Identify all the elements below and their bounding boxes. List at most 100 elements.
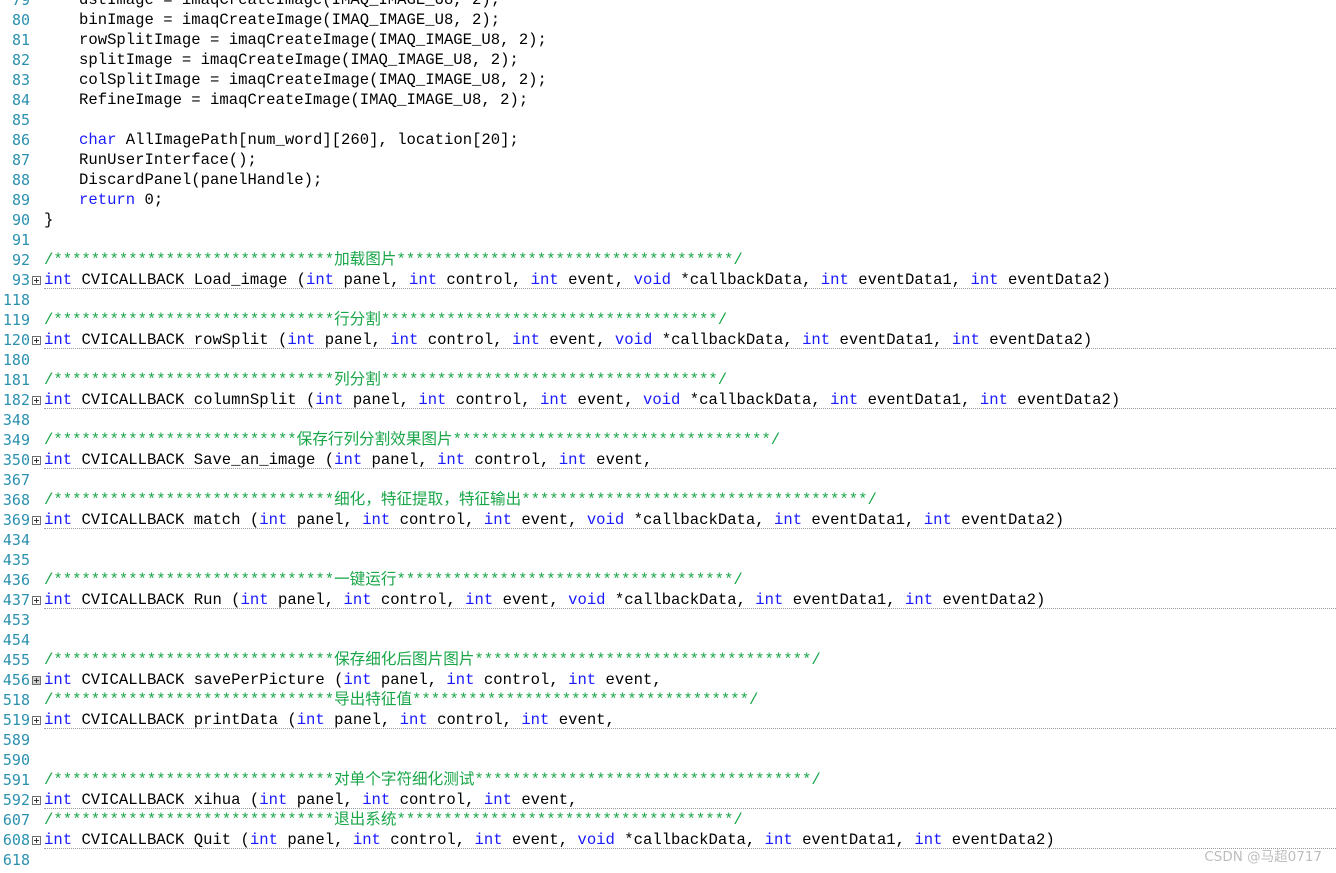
keyword: int <box>352 831 381 849</box>
fold-expand-icon[interactable] <box>32 396 41 405</box>
keyword: int <box>558 451 587 469</box>
fold-separator <box>44 528 1336 529</box>
code-line[interactable]: 608 int CVICALLBACK Quit (int panel, int … <box>0 830 1336 850</box>
keyword: void <box>577 831 615 849</box>
keyword: int <box>970 271 999 289</box>
keyword: void <box>633 271 672 289</box>
keyword: int <box>249 831 278 849</box>
keyword: void <box>568 591 606 609</box>
comment-text: /******************************加载图片*****… <box>44 251 743 269</box>
code-line[interactable]: 591/******************************对单个字符细… <box>0 770 1336 790</box>
line-number: 456 <box>2 671 30 689</box>
code-line[interactable]: 453 <box>0 610 1336 630</box>
line-number: 88 <box>11 171 30 189</box>
code-line[interactable]: 180 <box>0 350 1336 370</box>
fold-expand-icon[interactable] <box>32 336 41 345</box>
keyword: void <box>614 331 653 349</box>
code-line[interactable]: 589 <box>0 730 1336 750</box>
line-number: 180 <box>2 351 30 369</box>
keyword: int <box>914 831 943 849</box>
code-line[interactable]: 435 <box>0 550 1336 570</box>
function-signature: int CVICALLBACK Quit (int panel, int con… <box>44 831 1055 849</box>
line-number: 454 <box>2 631 30 649</box>
code-text: RefineImage = imaqCreateImage(IMAQ_IMAGE… <box>79 91 529 109</box>
line-number: 181 <box>2 371 30 389</box>
comment-text: /******************************行分割******… <box>44 311 728 329</box>
line-number: 87 <box>11 151 30 169</box>
line-number: 119 <box>2 311 30 329</box>
fold-expand-icon[interactable] <box>32 796 41 805</box>
fold-expand-icon[interactable] <box>32 676 41 685</box>
code-text: } <box>44 211 54 229</box>
keyword: int <box>44 271 73 289</box>
keyword: int <box>44 451 73 469</box>
code-line[interactable]: 607/******************************退出系统**… <box>0 810 1336 830</box>
fold-expand-icon[interactable] <box>32 516 41 525</box>
code-line[interactable]: 92/******************************加载图片***… <box>0 250 1336 270</box>
line-number: 608 <box>2 831 30 849</box>
keyword: int <box>287 331 316 349</box>
line-number: 350 <box>2 451 30 469</box>
code-line[interactable]: 181/******************************列分割***… <box>0 370 1336 390</box>
line-number: 85 <box>11 111 30 129</box>
function-signature: int CVICALLBACK printData (int panel, in… <box>44 711 615 729</box>
keyword: int <box>521 711 550 729</box>
keyword: int <box>511 331 541 349</box>
code-line[interactable]: 348 <box>0 410 1336 430</box>
code-line[interactable]: 454 <box>0 630 1336 650</box>
code-line[interactable]: 434 <box>0 530 1336 550</box>
code-line[interactable]: 349/**************************保存行列分割效果图片… <box>0 430 1336 450</box>
keyword: int <box>362 511 391 529</box>
fold-separator <box>44 468 1336 469</box>
keyword: int <box>820 271 849 289</box>
code-line[interactable]: 368/******************************细化，特征提… <box>0 490 1336 510</box>
keyword: int <box>905 591 934 609</box>
comment-text: /******************************对单个字符细化测试… <box>44 771 821 789</box>
code-line[interactable]: 367 <box>0 470 1336 490</box>
code-line[interactable]: 119 /******************************行分割***… <box>0 310 1336 330</box>
code-line[interactable]: 590 <box>0 750 1336 770</box>
fold-expand-icon[interactable] <box>32 456 41 465</box>
code-line[interactable]: 91 <box>0 230 1336 250</box>
fold-expand-icon[interactable] <box>32 596 41 605</box>
code-line[interactable]: 85 <box>0 110 1336 130</box>
fold-expand-icon[interactable] <box>32 716 41 725</box>
line-number: 80 <box>11 11 30 29</box>
fold-expand-icon[interactable] <box>32 276 41 285</box>
code-line[interactable]: 90} <box>0 210 1336 230</box>
code-line[interactable]: 455/******************************保存细化后图… <box>0 650 1336 670</box>
line-number: 453 <box>2 611 30 629</box>
keyword: int <box>44 591 73 609</box>
keyword: int <box>390 331 419 349</box>
code-text: colSplitImage = imaqCreateImage(IMAQ_IMA… <box>79 71 547 89</box>
line-number: 348 <box>2 411 30 429</box>
code-line[interactable]: 436/******************************一键运行**… <box>0 570 1336 590</box>
code-line[interactable]: 118 <box>0 290 1336 310</box>
code-line[interactable]: 618 <box>0 850 1336 870</box>
code-text: DiscardPanel(panelHandle); <box>79 171 323 189</box>
function-signature: int CVICALLBACK columnSplit (int panel, … <box>44 391 1121 409</box>
code-line[interactable]: 518/******************************导出特征值*… <box>0 690 1336 710</box>
fold-expand-icon[interactable] <box>32 836 41 845</box>
keyword: int <box>362 791 391 809</box>
code-line[interactable]: 88 DiscardPanel(panelHandle); <box>0 170 1336 190</box>
